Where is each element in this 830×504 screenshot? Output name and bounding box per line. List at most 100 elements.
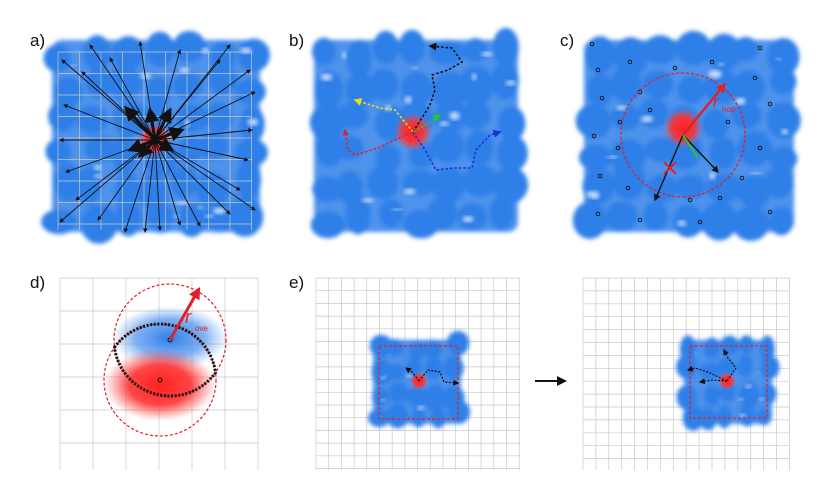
transition-arrow bbox=[89, 44, 156, 141]
cell-centre bbox=[725, 119, 731, 125]
cell-blob bbox=[769, 206, 794, 236]
cell-gap bbox=[739, 413, 746, 418]
cell-blob bbox=[177, 203, 206, 238]
cell-gap bbox=[204, 214, 214, 218]
cell-gap bbox=[417, 406, 424, 410]
cell-blob bbox=[584, 36, 616, 74]
cell-blob bbox=[111, 36, 145, 71]
cell-blob bbox=[491, 61, 519, 100]
cell-blob bbox=[312, 176, 344, 202]
walk-yellow bbox=[353, 98, 414, 133]
cell-blob bbox=[769, 146, 798, 171]
cell-centre bbox=[599, 95, 605, 101]
hop-radius-arrow bbox=[682, 82, 727, 136]
cell-blob bbox=[701, 109, 729, 139]
cell-blob bbox=[738, 174, 771, 209]
cell-gap bbox=[201, 48, 209, 54]
cell-blob bbox=[717, 357, 735, 378]
cell-blob bbox=[763, 167, 794, 199]
cell-gap bbox=[641, 115, 653, 122]
cell-centre bbox=[687, 197, 693, 203]
cell-gap bbox=[94, 165, 101, 170]
cell-blob bbox=[706, 173, 744, 203]
cell-blob bbox=[676, 354, 697, 379]
focus-cell-c bbox=[663, 108, 703, 148]
cell-blob bbox=[586, 73, 614, 107]
centre-bottom bbox=[157, 377, 163, 383]
cell-blob bbox=[739, 404, 756, 427]
cell-blob bbox=[379, 199, 404, 228]
cell-blob bbox=[739, 335, 754, 355]
overlap-radius-arrow bbox=[168, 286, 201, 341]
cell-centre bbox=[757, 145, 763, 151]
cell-blob bbox=[497, 106, 526, 142]
cell-blob bbox=[41, 209, 77, 235]
panel-label-a: a) bbox=[30, 31, 45, 50]
cell-gap bbox=[505, 80, 516, 86]
cell-blob bbox=[430, 405, 446, 429]
cell-blob bbox=[716, 405, 732, 429]
cell-gap bbox=[781, 129, 789, 135]
cell-blob bbox=[605, 201, 638, 233]
cell-blob bbox=[699, 407, 717, 431]
cell-blob bbox=[610, 66, 642, 103]
hop-green-mark bbox=[682, 134, 699, 159]
cell-blob bbox=[430, 129, 465, 163]
transition-arrow bbox=[154, 139, 256, 211]
cell-blob bbox=[424, 384, 446, 412]
cell-blob bbox=[43, 44, 71, 72]
cell-centre bbox=[709, 59, 715, 65]
cell-centre bbox=[625, 185, 631, 191]
walk-red bbox=[342, 128, 414, 156]
cell-blob bbox=[770, 68, 797, 95]
hop-radius-subscript: hop bbox=[722, 105, 736, 114]
cell-centre bbox=[697, 219, 703, 225]
cell-blob bbox=[311, 37, 336, 66]
cell-gap bbox=[745, 384, 752, 389]
cell-gap bbox=[212, 207, 226, 214]
cell-blob bbox=[642, 70, 674, 99]
panel-label-b: b) bbox=[289, 31, 304, 50]
cell-blob bbox=[760, 355, 780, 380]
hop-arrow-accepted bbox=[682, 134, 719, 174]
cell-gap bbox=[361, 198, 374, 203]
walk-black bbox=[412, 42, 464, 133]
cell-gap bbox=[439, 121, 449, 126]
cell-blob bbox=[114, 172, 139, 211]
cell-blob bbox=[613, 37, 648, 77]
cell-blob bbox=[386, 363, 406, 381]
hop-radius-label: r bbox=[713, 94, 719, 111]
cell-gap bbox=[775, 57, 782, 61]
cell-gap bbox=[384, 374, 387, 377]
cell-blob bbox=[446, 330, 470, 356]
cell-blob bbox=[195, 171, 229, 208]
cell-blob bbox=[739, 382, 760, 408]
cell-blob bbox=[582, 168, 615, 204]
cell-gap bbox=[462, 216, 474, 222]
transition-arrow bbox=[63, 104, 156, 141]
cell-blob bbox=[371, 359, 392, 385]
cell-gap bbox=[709, 172, 716, 180]
cell-blob bbox=[675, 174, 706, 200]
cell-blob bbox=[371, 387, 389, 407]
cell-blob bbox=[310, 211, 346, 239]
overlap-radius-label: r bbox=[185, 307, 192, 327]
cell-gap bbox=[391, 208, 404, 211]
cell-blob bbox=[431, 167, 466, 203]
cell-centre bbox=[767, 209, 773, 215]
cell-gap bbox=[175, 201, 189, 205]
cell-blob bbox=[737, 131, 773, 166]
cell-blob bbox=[756, 408, 772, 426]
cell-blob bbox=[431, 71, 467, 112]
cell-gap bbox=[586, 191, 600, 198]
overlap-circle-top bbox=[113, 283, 227, 397]
hop-radius-circle bbox=[620, 72, 746, 198]
cell-blob bbox=[345, 195, 371, 235]
subdomain-box-right bbox=[689, 345, 768, 419]
cell-blob bbox=[136, 174, 168, 210]
cell-gap bbox=[749, 172, 762, 175]
cell-centre bbox=[717, 195, 723, 201]
cell-gap bbox=[342, 51, 347, 59]
cell-blob bbox=[402, 170, 438, 195]
cell-blob bbox=[766, 102, 801, 139]
